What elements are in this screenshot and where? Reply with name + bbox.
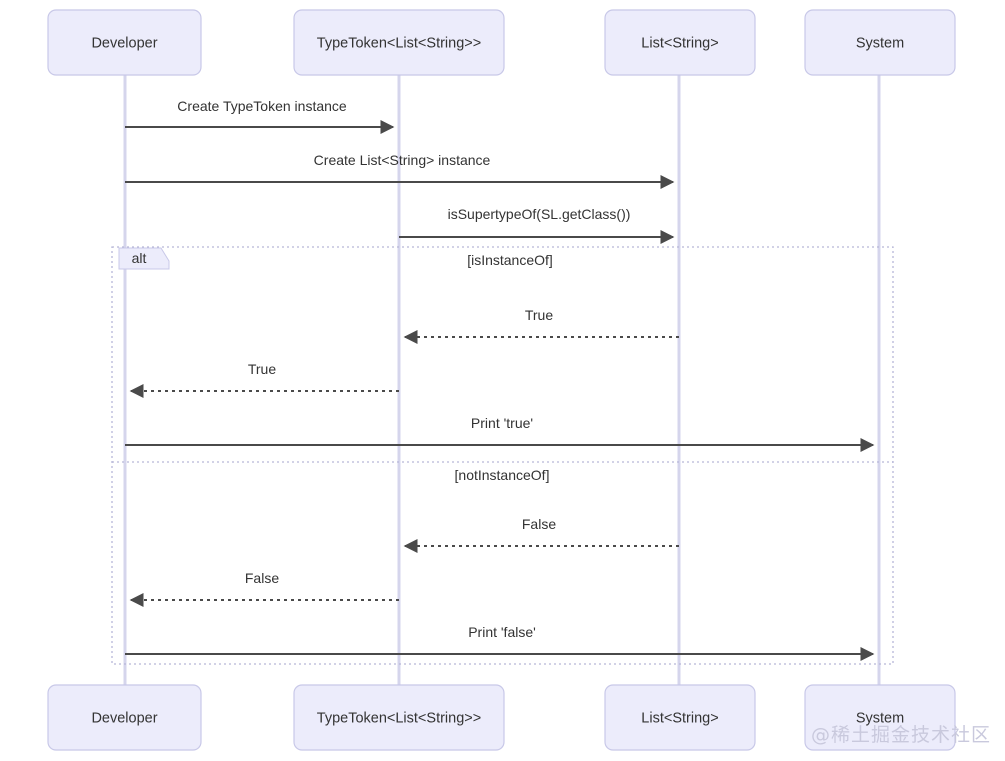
- message-label-m7: False: [522, 516, 556, 532]
- actor-box-system-top[interactable]: [804, 9, 956, 76]
- actor-box-typetoken-bottom[interactable]: [293, 684, 505, 751]
- message-label-m8: False: [245, 570, 279, 586]
- actor-label-list-bottom: List<String>: [641, 710, 718, 726]
- alt-condition-label-0: [isInstanceOf]: [467, 252, 553, 268]
- lifeline-group: [123, 75, 881, 685]
- actor-label-dev-bottom: Developer: [91, 710, 157, 726]
- actor-label-dev-top: Developer: [91, 35, 157, 51]
- alt-frame-border: [111, 246, 894, 665]
- actor-boxes-top: Developer TypeToken<List<String>> List<Str…: [47, 9, 956, 76]
- message-label-m5: True: [248, 361, 276, 377]
- actor-box-system-bottom[interactable]: [804, 684, 956, 751]
- actor-box-dev-bottom[interactable]: [47, 684, 202, 751]
- message-label-m6: Print 'true': [471, 415, 533, 431]
- message-label-m3: isSupertypeOf(SL.getClass()): [448, 206, 631, 222]
- actor-label-system-bottom: System: [856, 710, 904, 726]
- message-label-m4: True: [525, 307, 553, 323]
- actor-box-list-bottom[interactable]: [604, 684, 756, 751]
- message-label-m2: Create List<String> instance: [314, 152, 491, 168]
- actor-box-typetoken-top[interactable]: [293, 9, 505, 76]
- actor-box-dev-top[interactable]: [47, 9, 202, 76]
- message-label-m1: Create TypeToken instance: [177, 98, 347, 114]
- alt-tag-box: [118, 247, 170, 270]
- alt-condition-label-1: [notInstanceOf]: [455, 467, 550, 483]
- actor-box-list-top[interactable]: [604, 9, 756, 76]
- actor-label-typetoken-bottom: TypeToken<List<String>>: [317, 710, 481, 726]
- message-label-m9: Print 'false': [468, 624, 536, 640]
- actor-label-typetoken-top: TypeToken<List<String>>: [317, 35, 481, 51]
- alt-tag-label: alt: [132, 250, 147, 266]
- actor-label-list-top: List<String>: [641, 35, 718, 51]
- alt-fragment: alt [isInstanceOf] [notInstanceOf]: [111, 246, 894, 665]
- actor-label-system-top: System: [856, 35, 904, 51]
- actor-boxes-bottom: Developer TypeToken<List<String>> List<Str…: [47, 684, 956, 751]
